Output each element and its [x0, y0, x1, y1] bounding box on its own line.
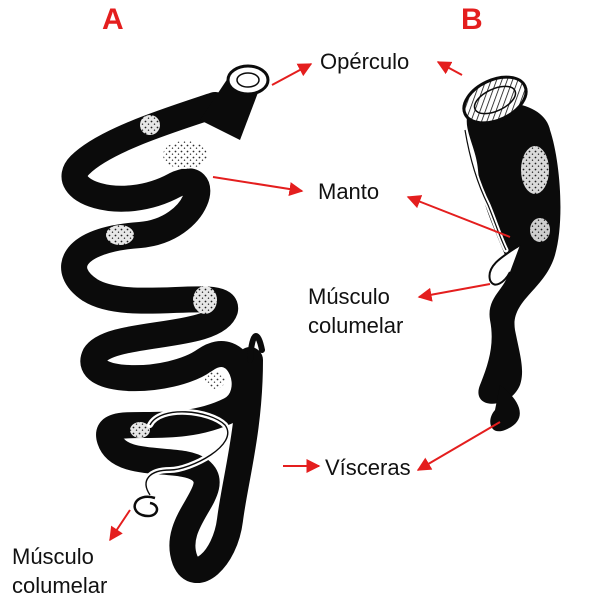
panel-label-a: A — [102, 5, 124, 35]
label-musculo-columelar-b-line1: Músculo — [308, 283, 390, 310]
arrow-musculo-a — [110, 510, 130, 540]
label-visceras: Vísceras — [325, 454, 411, 481]
label-musculo-columelar-a-line1: Músculo — [12, 543, 94, 570]
specimen-b — [457, 68, 561, 431]
label-musculo-columelar-b-line2: columelar — [308, 312, 403, 339]
arrow-manto-a — [213, 177, 302, 191]
label-operculo: Opérculo — [320, 48, 409, 75]
arrow-operculo-b — [438, 62, 462, 75]
specimen-a-operculum — [228, 66, 268, 94]
specimen-a-body — [74, 105, 250, 570]
label-musculo-columelar-a-line2: columelar — [12, 572, 107, 599]
panel-label-b: B — [461, 5, 483, 35]
arrow-visceras-b — [418, 422, 500, 470]
specimen-a-muscle-curl — [135, 497, 157, 516]
arrow-musculo-b — [419, 284, 490, 297]
specimen-a — [74, 66, 268, 570]
arrow-operculo-a — [272, 64, 311, 85]
label-manto: Manto — [318, 178, 379, 205]
